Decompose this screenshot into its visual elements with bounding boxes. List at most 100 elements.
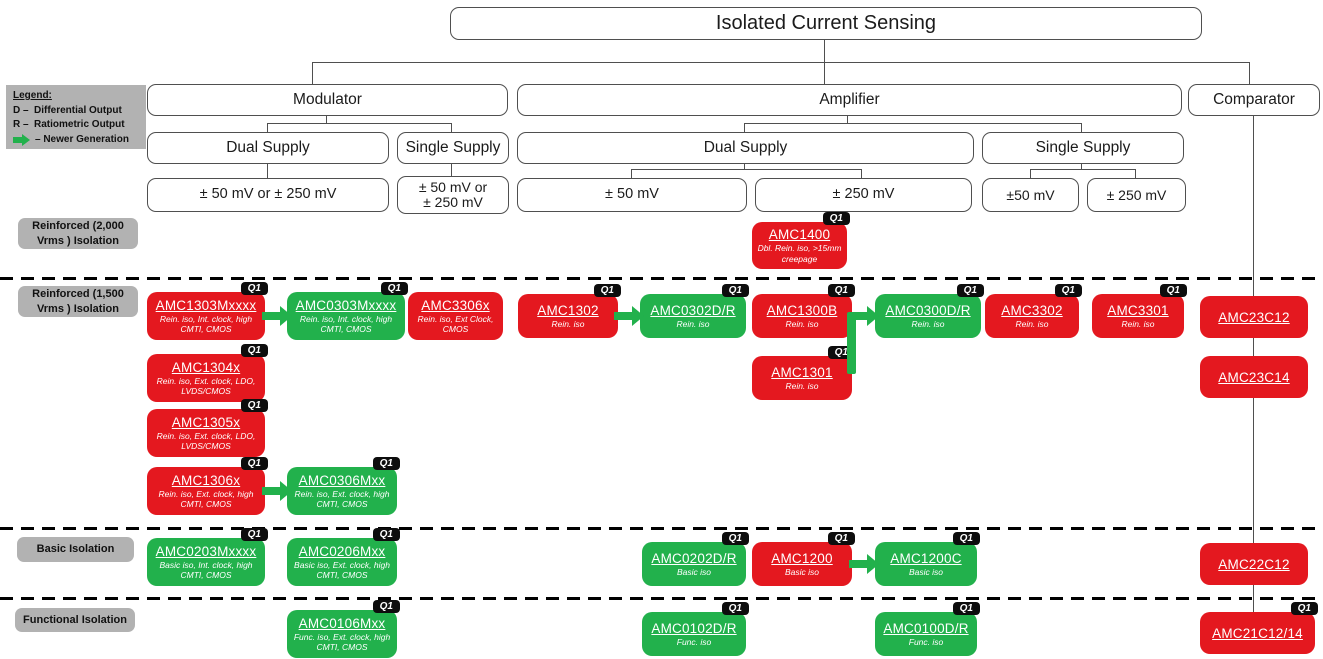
product-subtitle: Rein. iso: [551, 318, 585, 329]
product-AMC0203Mxxxx[interactable]: Q1 AMC0203Mxxxx Basic iso, Int. clock, h…: [147, 528, 268, 586]
connector-line: [847, 114, 849, 123]
product-subtitle: Rein. iso, Ext. clock, LDO, LVDS/CMOS: [156, 375, 256, 396]
product-subtitle: Rein. iso, Ext. clock, high CMTI, CMOS: [158, 488, 254, 509]
product-name[interactable]: AMC1301: [771, 364, 833, 380]
q1-badge: Q1: [240, 457, 268, 470]
product-name[interactable]: AMC1200C: [890, 550, 962, 566]
q1-badge: Q1: [721, 532, 749, 545]
q1-badge: Q1: [827, 284, 855, 297]
product-AMC1400[interactable]: Q1 AMC1400 Dbl. Rein. iso, >15mm creepag…: [752, 212, 850, 269]
product-AMC0202D-R[interactable]: Q1 AMC0202D/R Basic iso: [642, 532, 749, 586]
q1-badge: Q1: [240, 399, 268, 412]
product-AMC0206Mxx[interactable]: Q1 AMC0206Mxx Basic iso, Ext. clock, hig…: [287, 528, 400, 586]
product-name[interactable]: AMC0202D/R: [651, 550, 737, 566]
product-name[interactable]: AMC0302D/R: [650, 302, 736, 318]
newer-generation-arrow: [849, 306, 879, 326]
product-AMC1304x[interactable]: Q1 AMC1304x Rein. iso, Ext. clock, LDO, …: [147, 344, 268, 402]
product-subtitle: Rein. iso: [676, 318, 710, 329]
row-label-reinforced-2000: Reinforced (2,000 Vrms ) Isolation: [18, 218, 138, 249]
node-amplifier-dual-supply: Dual Supply: [517, 132, 974, 164]
q1-badge: Q1: [956, 284, 984, 297]
connector-line: [267, 162, 269, 178]
legend-item-newer-generation: – Newer Generation: [13, 133, 141, 148]
product-name[interactable]: AMC0102D/R: [651, 620, 737, 636]
product-AMC0303Mxxxx[interactable]: Q1 AMC0303Mxxxx Rein. iso, Int. clock, h…: [287, 282, 408, 340]
product-AMC0100D-R[interactable]: Q1 AMC0100D/R Func. iso: [875, 602, 980, 656]
product-AMC1303Mxxxx[interactable]: Q1 AMC1303Mxxxx Rein. iso, Int. clock, h…: [147, 282, 268, 340]
product-AMC1301[interactable]: Q1 AMC1301 Rein. iso: [752, 346, 855, 400]
q1-badge: Q1: [593, 284, 621, 297]
connector-line: [824, 62, 826, 84]
product-AMC0306Mxx[interactable]: Q1 AMC0306Mxx Rein. iso, Ext. clock, hig…: [287, 457, 400, 515]
product-subtitle: Rein. iso, Ext Clock, CMOS: [417, 313, 494, 334]
product-AMC1200[interactable]: Q1 AMC1200 Basic iso: [752, 532, 855, 586]
product-AMC1305x[interactable]: Q1 AMC1305x Rein. iso, Ext. clock, LDO, …: [147, 399, 268, 457]
product-name[interactable]: AMC1303Mxxxx: [155, 297, 257, 313]
q1-badge: Q1: [822, 212, 850, 225]
product-AMC3301[interactable]: Q1 AMC3301 Rein. iso: [1092, 284, 1187, 338]
product-AMC1200C[interactable]: Q1 AMC1200C Basic iso: [875, 532, 980, 586]
product-name[interactable]: AMC0300D/R: [885, 302, 971, 318]
q1-badge: Q1: [721, 284, 749, 297]
q1-badge: Q1: [1159, 284, 1187, 297]
product-name[interactable]: AMC23C12: [1218, 309, 1290, 325]
product-name[interactable]: AMC1305x: [171, 414, 241, 430]
product-name[interactable]: AMC1200: [771, 550, 833, 566]
product-subtitle: Basic iso: [908, 566, 943, 577]
product-AMC22C12[interactable]: AMC22C12: [1200, 543, 1308, 585]
product-subtitle: Basic iso, Int. clock, high CMTI, CMOS: [159, 559, 253, 580]
connector-line: [631, 169, 633, 178]
product-AMC23C14[interactable]: AMC23C14: [1200, 356, 1308, 398]
product-AMC0302D-R[interactable]: Q1 AMC0302D/R Rein. iso: [640, 284, 749, 338]
product-AMC1300B[interactable]: Q1 AMC1300B Rein. iso: [752, 284, 855, 338]
newer-generation-arrow: [614, 306, 644, 326]
product-name[interactable]: AMC0306Mxx: [298, 472, 386, 488]
product-name[interactable]: AMC1400: [768, 227, 831, 243]
q1-badge: Q1: [240, 282, 268, 295]
dashed-separator: [0, 277, 1323, 280]
product-name[interactable]: AMC1302: [537, 302, 599, 318]
product-name[interactable]: AMC3306x: [421, 297, 490, 313]
q1-badge: Q1: [952, 532, 980, 545]
node-amp-dual-250mv: ± 250 mV: [755, 178, 972, 212]
product-name[interactable]: AMC1304x: [171, 359, 241, 375]
product-AMC1306x[interactable]: Q1 AMC1306x Rein. iso, Ext. clock, high …: [147, 457, 268, 515]
product-AMC0106Mxx[interactable]: Q1 AMC0106Mxx Func. iso, Ext. clock, hig…: [287, 600, 400, 658]
product-subtitle: Rein. iso: [911, 318, 945, 329]
product-AMC23C12[interactable]: AMC23C12: [1200, 296, 1308, 338]
connector-line: [744, 162, 746, 169]
product-name[interactable]: AMC22C12: [1218, 556, 1290, 572]
product-name[interactable]: AMC3301: [1107, 302, 1169, 318]
product-AMC0300D-R[interactable]: Q1 AMC0300D/R Rein. iso: [875, 284, 984, 338]
node-amp-dual-50mv: ± 50 mV: [517, 178, 747, 212]
product-subtitle: Rein. iso: [785, 380, 819, 391]
product-name[interactable]: AMC0100D/R: [883, 620, 969, 636]
legend-heading: Legend:: [13, 90, 52, 101]
product-AMC3302[interactable]: Q1 AMC3302 Rein. iso: [985, 284, 1082, 338]
row-label-functional-isolation: Functional Isolation: [15, 608, 135, 632]
product-subtitle: Rein. iso, Ext. clock, LDO, LVDS/CMOS: [156, 430, 256, 451]
q1-badge: Q1: [372, 600, 400, 613]
product-name[interactable]: AMC0106Mxx: [298, 615, 386, 631]
product-AMC21C12-14[interactable]: Q1 AMC21C12/14: [1200, 602, 1318, 654]
product-name[interactable]: AMC3302: [1001, 302, 1063, 318]
product-name[interactable]: AMC21C12/14: [1212, 625, 1303, 641]
newer-generation-arrow: [262, 306, 292, 326]
product-name[interactable]: AMC0303Mxxxx: [295, 297, 397, 313]
connector-line: [451, 123, 453, 132]
product-name[interactable]: AMC1300B: [766, 302, 838, 318]
node-amplifier: Amplifier: [517, 84, 1182, 116]
product-AMC1302[interactable]: Q1 AMC1302 Rein. iso: [518, 284, 621, 338]
q1-badge: Q1: [240, 528, 268, 541]
product-AMC3306x[interactable]: AMC3306x Rein. iso, Ext Clock, CMOS: [408, 292, 503, 340]
node-mod-dual-range: ± 50 mV or ± 250 mV: [147, 178, 389, 212]
product-subtitle: Rein. iso, Int. clock, high CMTI, CMOS: [299, 313, 393, 334]
product-name[interactable]: AMC23C14: [1218, 369, 1290, 385]
product-subtitle: Basic iso, Ext. clock, high CMTI, CMOS: [294, 559, 390, 580]
connector-line: [1249, 62, 1251, 84]
product-AMC0102D-R[interactable]: Q1 AMC0102D/R Func. iso: [642, 602, 749, 656]
connector-line: [824, 38, 826, 62]
product-name[interactable]: AMC0206Mxx: [298, 543, 386, 559]
product-name[interactable]: AMC0203Mxxxx: [155, 543, 257, 559]
product-name[interactable]: AMC1306x: [171, 472, 241, 488]
